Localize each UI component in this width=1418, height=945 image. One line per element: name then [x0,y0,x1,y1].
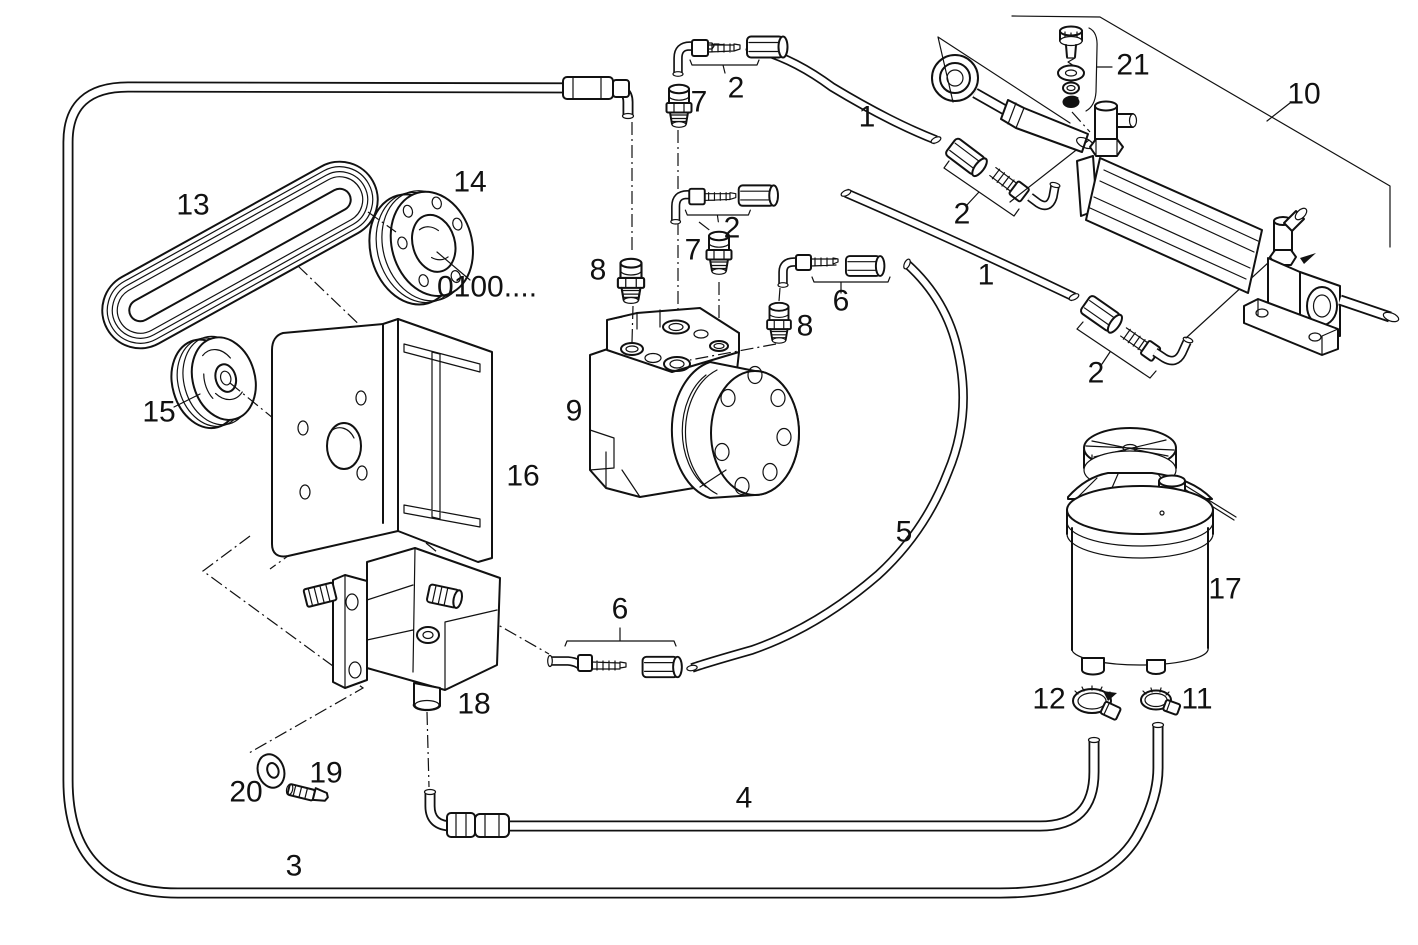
hose-1-upper-drawing [745,43,942,145]
hose-clamp-11-drawing [1140,687,1182,716]
fitting-7-upper [665,83,693,129]
fitting-set-2-mid [670,184,779,225]
v-belt-drawing [101,160,379,350]
fitting-set-6-upper [777,254,891,294]
pulley-drawing [170,335,257,430]
pulley-14-leader [436,251,471,281]
cylinder-group-boundary [1011,15,1391,248]
valve-fitting-align-lines [631,221,781,361]
hose-1-lower-drawing [840,188,1080,302]
washer-drawing [256,753,286,789]
pulley-flange-drawing [368,190,474,306]
steering-valve-drawing [589,122,800,499]
hose-4-drawing [423,736,1101,838]
hose-clamp-12-drawing [1072,685,1122,721]
mounting-bracket-drawing [271,318,493,563]
fitting-set-6-lower [547,627,683,679]
fitting-7-lower [705,230,733,276]
fitting-set-2-top [672,35,789,77]
fitting-8-left [616,257,646,305]
fitting-8-right [766,301,792,345]
hose-5-drawing [686,258,968,673]
hose-3-drawing [62,76,1165,899]
bleed-fitting-kit-drawing [1057,25,1113,133]
belt-pulley-align-line [367,211,397,233]
bolt-drawing [285,783,329,802]
steering-cylinder-drawing [931,36,1400,356]
pump-drawing [302,547,501,712]
fitting-set-2-cylinder-end [1076,293,1194,379]
reservoir-drawing [1066,427,1237,676]
fitting-set-2-rodend [943,136,1061,217]
leader-2d-to-port [1185,251,1281,339]
pulley-15-leader [173,393,201,408]
